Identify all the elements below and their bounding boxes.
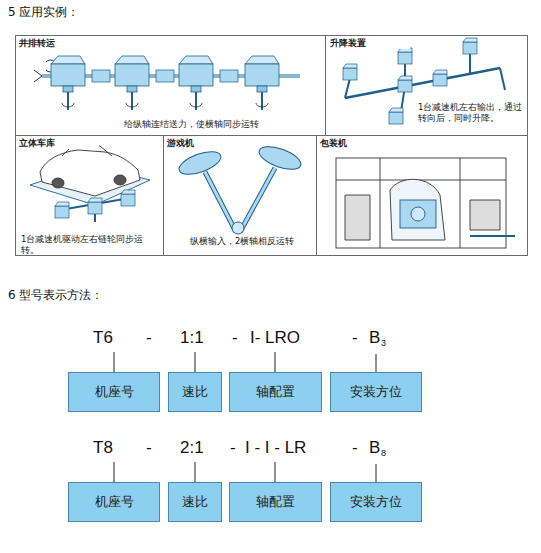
model-code-part: -	[232, 328, 238, 348]
illustration-part	[179, 56, 213, 92]
model-code-part: T6	[93, 328, 113, 348]
shaft-line-part	[92, 70, 110, 82]
model-code-part: 3	[381, 338, 386, 348]
packaging-machine-part	[345, 195, 500, 240]
model-field-box: 轴配置	[229, 482, 322, 522]
panel-heading: 立体车库	[19, 138, 99, 149]
panel-caption: 1台减速机驱动左右链轮同步运转。	[21, 234, 161, 255]
section-heading: 6 型号表示方法：	[8, 287, 103, 304]
panel-caption: 纵横输入，2横轴相反运转	[190, 236, 315, 247]
leader-lines-part	[376, 464, 377, 482]
illustration-part	[88, 198, 102, 214]
model-field-box: 机座号	[68, 372, 160, 412]
illustration-part	[389, 108, 403, 124]
application-panel: 游戏机纵横输入，2横轴相反运转	[163, 135, 317, 256]
ride-illustration	[176, 142, 304, 234]
model-field-box: 安装方位	[330, 482, 422, 522]
field-name: 速比	[182, 493, 208, 511]
illustration-part	[433, 70, 447, 86]
model-code-part: -	[146, 328, 152, 348]
shaft-line-part	[156, 70, 174, 82]
field-name: 安装方位	[350, 493, 402, 511]
field-name: 机座号	[95, 383, 134, 401]
shaft-line-part	[220, 70, 238, 82]
model-code-part: B	[369, 328, 380, 348]
model-code-part: I- LRO	[250, 328, 300, 348]
model-code-part: 1:1	[180, 328, 204, 348]
lifting-frame-part	[469, 52, 471, 74]
field-name: 轴配置	[256, 383, 295, 401]
leader-lines-part	[195, 352, 196, 372]
packaging-machine-part	[470, 235, 515, 237]
illustration-part	[398, 48, 412, 64]
leader-lines-part	[376, 354, 377, 372]
illustration-part	[51, 56, 85, 92]
panel-heading: 升降装置	[330, 38, 410, 49]
model-code-part: -	[352, 438, 358, 458]
model-field-box: 轴配置	[229, 372, 322, 412]
section-heading: 5 应用实例：	[8, 4, 79, 21]
model-field-box: 速比	[168, 372, 222, 412]
field-name: 机座号	[95, 493, 134, 511]
car-illustration-part	[40, 150, 140, 196]
panel-heading: 包装机	[320, 138, 400, 149]
model-code-part: -	[146, 438, 152, 458]
ride-illustration-part	[256, 142, 304, 174]
packaging-machine	[336, 158, 515, 248]
packaging-machine-part	[400, 200, 436, 228]
illustration-part	[463, 38, 477, 54]
model-field-box: 速比	[168, 482, 222, 522]
car-illustration	[30, 146, 150, 222]
leader-lines-part	[114, 352, 115, 372]
field-name: 速比	[182, 383, 208, 401]
packaging-machine-part	[336, 158, 506, 248]
car-illustration-part	[114, 175, 126, 185]
field-name: 安装方位	[350, 383, 402, 401]
panel-heading: 游戏机	[167, 138, 247, 149]
car-illustration-part	[60, 198, 130, 222]
lifting-frame-part	[345, 68, 500, 98]
application-panel: 井排转运给纵轴连结送力，使横轴同步运转	[15, 35, 326, 136]
ride-illustration-part	[232, 222, 244, 234]
leader-lines-part	[114, 462, 115, 482]
model-code-part: -	[230, 438, 236, 458]
field-name: 轴配置	[256, 493, 295, 511]
model-code-part: 2:1	[180, 438, 204, 458]
lifting-frame-part	[345, 78, 350, 98]
leader-lines-part	[275, 462, 276, 482]
model-code-part: T8	[93, 438, 113, 458]
model-code-part: -	[352, 328, 358, 348]
ride-illustration-part	[176, 147, 224, 179]
packaging-machine-part	[336, 158, 506, 248]
panel-heading: 井排转运	[19, 38, 99, 49]
packaging-machine-part	[411, 207, 425, 221]
illustration-part	[121, 190, 135, 206]
model-code-part: I - I - LR	[245, 438, 306, 458]
illustration-part	[343, 64, 357, 80]
leader-lines-part	[275, 352, 276, 372]
illustration-part	[55, 202, 69, 218]
panel-caption: 1台减速机左右输出，通过转向后，同时升降。	[418, 102, 524, 123]
model-code-part: B	[369, 438, 380, 458]
output-shafts	[62, 92, 268, 110]
application-panel: 包装机	[316, 135, 528, 256]
application-panel: 升降装置 1台减速机左右输出，通过转向后，同时升降。	[325, 35, 528, 136]
illustration-part	[245, 56, 279, 92]
application-panel: 立体车库 1台减速机驱动左右链轮同步运转。	[15, 135, 164, 256]
model-field-box: 安装方位	[330, 372, 422, 412]
leader-lines-part	[195, 462, 196, 482]
model-field-box: 机座号	[68, 482, 160, 522]
illustration-part	[398, 76, 412, 92]
illustration-part	[115, 56, 149, 92]
packaging-machine-part	[390, 179, 445, 240]
output-shafts-part	[62, 103, 268, 107]
model-code-part: 8	[381, 448, 386, 458]
lifting-frame-part	[500, 68, 505, 90]
car-illustration-part	[52, 178, 64, 188]
panel-caption: 给纵轴连结送力，使横轴同步运转	[111, 119, 271, 130]
